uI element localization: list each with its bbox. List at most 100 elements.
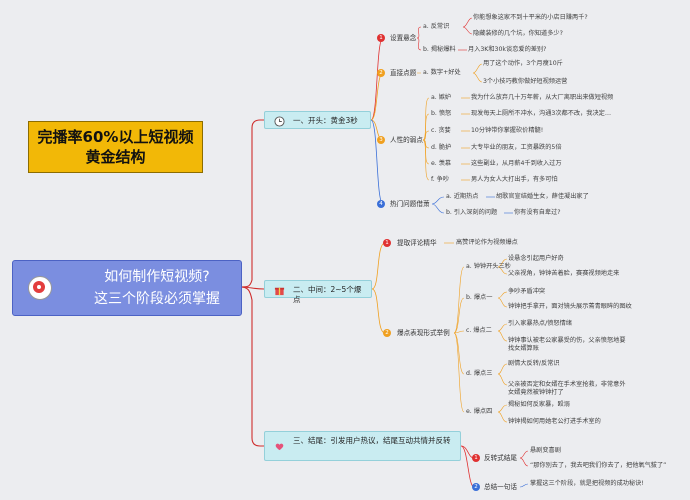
leaf-text[interactable]: 你能想象这家不到十平米的小店日赚两千? xyxy=(473,14,588,21)
connector xyxy=(239,286,264,447)
title-banner: 完播率60%以上短视频 黄金结构 xyxy=(28,121,203,173)
central-line-1: 如何制作短视频? xyxy=(104,269,210,285)
leaf-text[interactable]: 10分钟带你掌握砍价精髓! xyxy=(471,127,544,134)
leaf-text[interactable]: 用了这个动作，3个月瘦10斤 xyxy=(483,60,563,67)
leaf-text[interactable]: 你有没有自卑过? xyxy=(514,209,561,216)
connector xyxy=(462,17,473,28)
connector xyxy=(497,363,508,375)
connector xyxy=(497,297,508,308)
connector xyxy=(453,332,465,413)
connector xyxy=(519,450,529,459)
connector xyxy=(472,63,483,74)
leaf-text[interactable]: 引入家暴热点/愤怒情绪 xyxy=(508,320,572,327)
sub-item-label[interactable]: b. 引入深刻的问题 xyxy=(446,209,498,216)
sub-item-label[interactable]: b. 愤怒 xyxy=(431,110,452,117)
group-label-examples[interactable]: 爆点表现形式举例 xyxy=(397,329,450,337)
leaf-text[interactable]: 父亲视角，钟钟苦着脸，赛赛视频地走来 xyxy=(508,270,620,277)
section-middle-label: 二、中间：2~5个爆点 xyxy=(293,285,362,304)
number-badge: 1 xyxy=(383,239,391,247)
sub-item-label[interactable]: d. 爆点三 xyxy=(466,370,493,377)
connector xyxy=(371,288,386,334)
number-badge: 1 xyxy=(377,34,385,42)
sub-item-label[interactable]: e. 爆点四 xyxy=(466,408,493,415)
connector xyxy=(416,26,422,39)
sub-item-label[interactable]: a. 钟钟开头三秒 xyxy=(466,263,511,270)
group-label-summary[interactable]: 总结一句话 xyxy=(484,483,517,491)
sub-item-label[interactable]: a. 数字+好处 xyxy=(423,69,461,76)
section-ending-label: 三、结尾：引发用户热议，结尾互动共情并反转 xyxy=(293,436,451,445)
connector xyxy=(422,139,430,181)
section-ending[interactable]: 三、结尾：引发用户热议，结尾互动共情并反转 xyxy=(264,431,461,461)
leaf-text[interactable]: 掌握这三个阶段，就是把视频的成功秘诀! xyxy=(530,480,644,487)
connector xyxy=(519,483,529,488)
sub-item-label[interactable]: b. 爆点一 xyxy=(466,294,493,301)
connector xyxy=(462,26,473,35)
group-label-extract-comments[interactable]: 提取评论精华 xyxy=(397,239,437,247)
sub-item-label[interactable]: c. 爆点二 xyxy=(466,327,492,334)
leaf-text[interactable]: 大专毕业的朋友，工资暴跌的5倍 xyxy=(471,144,562,151)
leaf-text[interactable]: 男人为女人大打出手，有多可怕 xyxy=(471,176,558,183)
sub-item-label[interactable]: f. 争吵 xyxy=(431,176,450,183)
central-topic-text: 如何制作短视频? 这三个阶段必须掌握 xyxy=(75,266,239,310)
leaf-text[interactable]: 揭秘如何反家暴，殴溺 xyxy=(508,401,570,408)
leaf-text[interactable]: 我为什么放弃几十万年薪，从大厂离职出来做短视频 xyxy=(471,94,614,101)
number-badge: 3 xyxy=(377,136,385,144)
title-line-2: 黄金结构 xyxy=(85,148,146,166)
connector xyxy=(370,119,384,205)
leaf-text[interactable]: 钟钟事认被老公家暴受的伤，父亲愤怒地要找女婿算账 xyxy=(508,337,626,352)
sub-item-label[interactable]: a. 反常识 xyxy=(423,23,450,30)
leaf-text[interactable]: 月入3K和30k谈恋爱的差别? xyxy=(468,46,547,53)
section-opening-label: 一、开头：黄金3秒 xyxy=(293,116,358,125)
leaf-text[interactable]: 3个小技巧教你做好短视频运营 xyxy=(483,78,568,85)
connector xyxy=(422,113,430,141)
group-label-3[interactable]: 人性的弱点 xyxy=(390,136,423,144)
sub-item-label[interactable]: e. 羡慕 xyxy=(431,160,452,167)
leaf-text[interactable]: 现发每天上厕所不冲水，沟通3次都不改，我决定… xyxy=(471,110,612,117)
leaf-text[interactable]: 设悬念引起用户好奇 xyxy=(508,255,564,262)
sub-item-label[interactable]: b. 揭秘爆料 xyxy=(423,46,456,53)
connector xyxy=(453,266,465,334)
group-label-2[interactable]: 直接点题 xyxy=(390,69,417,77)
leaf-text[interactable]: 悬剧变喜剧 xyxy=(530,447,561,454)
sub-item-label[interactable]: d. 脆护 xyxy=(431,144,452,151)
leaf-text[interactable]: 钟钟揭如何用她老公打进手术室的 xyxy=(508,418,601,425)
connector xyxy=(453,297,465,334)
connector xyxy=(497,373,508,386)
sub-item-label[interactable]: a. 近期热点 xyxy=(446,193,479,200)
leaf-text[interactable]: 争吵矛盾冲突 xyxy=(508,288,546,295)
connector xyxy=(497,266,508,275)
group-label-4[interactable]: 热门问题借萧 xyxy=(390,200,430,208)
clock-icon xyxy=(274,116,285,127)
connector xyxy=(416,37,422,51)
connector xyxy=(497,330,508,342)
connector xyxy=(497,291,508,299)
connector xyxy=(370,37,384,121)
leaf-text[interactable]: 钟钟把手拿开，面对镜头展示蔫青眼眸的图纹 xyxy=(508,303,632,310)
group-label-1[interactable]: 设置悬念 xyxy=(390,34,417,42)
sub-item-label[interactable]: a. 嫉妒 xyxy=(431,94,452,101)
title-line-1: 完播率60%以上短视频 xyxy=(37,128,194,146)
leaf-text[interactable]: 剧情大反转/反常识 xyxy=(508,360,560,367)
connector xyxy=(497,323,508,332)
connector xyxy=(422,139,430,165)
group-label-reversal[interactable]: 反转式结尾 xyxy=(484,454,517,462)
central-line-2: 这三个阶段必须掌握 xyxy=(94,291,220,307)
leaf-text[interactable]: 这些副业，从月薪4千到收入过万 xyxy=(471,160,562,167)
leaf-text[interactable]: 隐藏装修的几个坑，你知道多少? xyxy=(473,30,563,37)
leaf-text[interactable]: 父亲被否定和女婿在手术室抢救，非常意外女婿竟然被钟钟打了 xyxy=(508,381,626,396)
leaf-text[interactable]: 胡歌官宣结婚生女，薛佳凝出家了 xyxy=(496,193,589,200)
section-middle[interactable]: 二、中间：2~5个爆点 xyxy=(264,280,372,304)
sub-item-label[interactable]: c. 贪婪 xyxy=(431,127,451,134)
leaf-text[interactable]: 高赞评论作为视频爆点 xyxy=(456,239,518,246)
gift-icon xyxy=(274,287,285,296)
number-badge: 2 xyxy=(377,69,385,77)
heart-hand-icon xyxy=(275,443,284,451)
leaf-text[interactable]: “那你别去了，我去吧我们你去了，把他氧气拔了” xyxy=(530,462,667,469)
connector xyxy=(422,97,430,141)
number-badge: 1 xyxy=(472,454,480,462)
connector xyxy=(371,242,386,290)
connector xyxy=(453,330,465,334)
number-badge: 4 xyxy=(377,200,385,208)
section-opening[interactable]: 一、开头：黄金3秒 xyxy=(264,111,371,129)
number-badge: 2 xyxy=(383,329,391,337)
